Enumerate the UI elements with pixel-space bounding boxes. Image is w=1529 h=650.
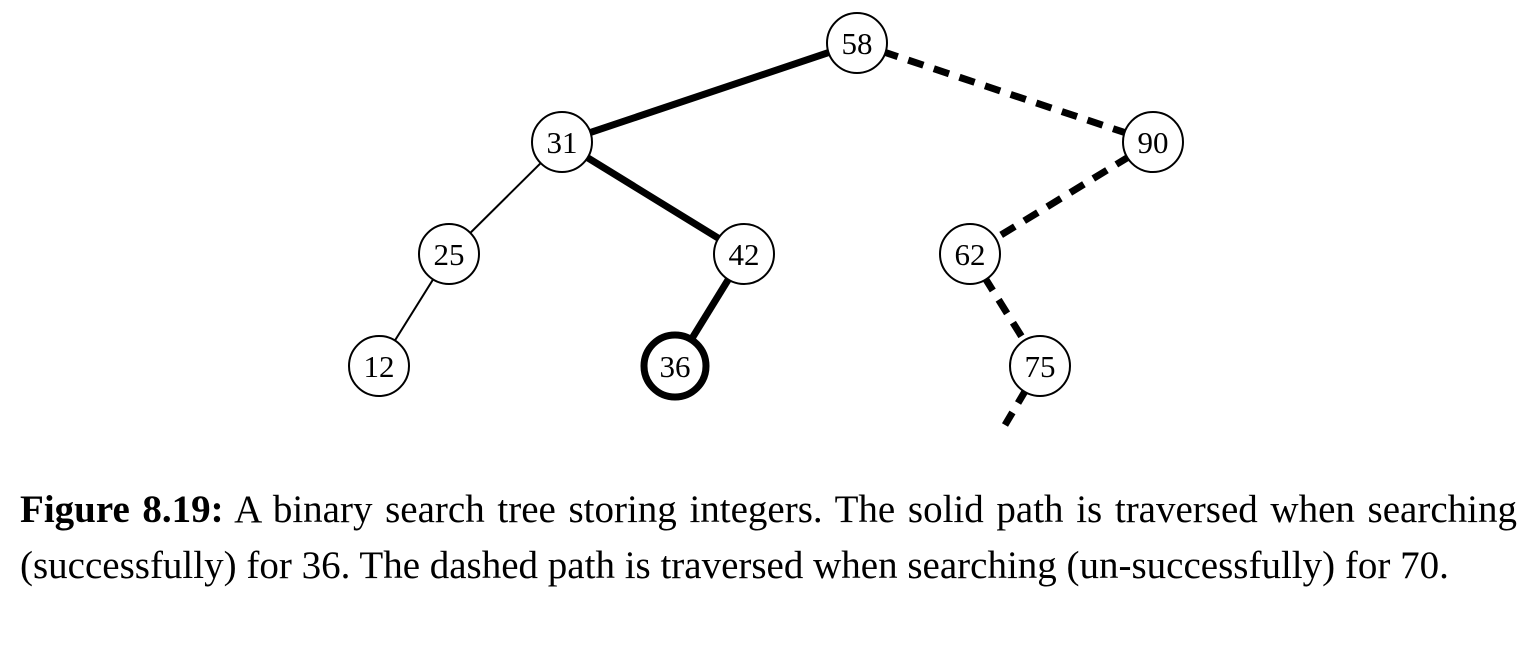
node-circle-36 bbox=[640, 331, 710, 401]
edge-90-62 bbox=[968, 139, 1155, 257]
node-circle-58 bbox=[826, 12, 888, 74]
tree-node-42: 42 bbox=[713, 223, 775, 285]
edge-58-90 bbox=[855, 39, 1155, 146]
node-circle-62 bbox=[939, 223, 1001, 285]
binary-search-tree-diagram: 58 31 90 25 42 62 12 36 75 bbox=[348, 12, 1184, 427]
node-circle-90 bbox=[1122, 111, 1184, 173]
caption-label: Figure 8.19: bbox=[20, 488, 224, 531]
node-circle-75 bbox=[1009, 335, 1071, 397]
tree-node-75: 75 bbox=[1009, 335, 1071, 397]
tree-node-25: 25 bbox=[418, 223, 480, 285]
node-label-12: 12 bbox=[364, 349, 395, 384]
node-label-42: 42 bbox=[729, 237, 760, 272]
tree-node-58: 58 bbox=[826, 12, 888, 74]
tree-node-90: 90 bbox=[1122, 111, 1184, 173]
tree-node-62: 62 bbox=[939, 223, 1001, 285]
node-label-31: 31 bbox=[547, 125, 578, 160]
node-label-25: 25 bbox=[434, 237, 465, 272]
node-circle-12 bbox=[348, 335, 410, 397]
tree-node-31: 31 bbox=[531, 111, 593, 173]
node-label-90: 90 bbox=[1138, 125, 1169, 160]
edge-58-31 bbox=[560, 39, 859, 146]
caption-text: A binary search tree storing integers. T… bbox=[20, 488, 1517, 587]
node-label-62: 62 bbox=[955, 237, 986, 272]
node-label-36: 36 bbox=[660, 349, 691, 384]
node-circle-42 bbox=[713, 223, 775, 285]
figure-caption: Figure 8.19: A binary search tree storin… bbox=[20, 482, 1517, 594]
node-circle-31 bbox=[531, 111, 593, 173]
node-label-75: 75 bbox=[1025, 349, 1056, 384]
tree-node-36: 36 bbox=[640, 331, 710, 401]
tree-node-12: 12 bbox=[348, 335, 410, 397]
node-label-58: 58 bbox=[842, 26, 873, 61]
node-circle-25 bbox=[418, 223, 480, 285]
nodes-layer: 58 31 90 25 42 62 12 36 75 bbox=[348, 12, 1184, 401]
edge-31-42 bbox=[560, 139, 746, 257]
